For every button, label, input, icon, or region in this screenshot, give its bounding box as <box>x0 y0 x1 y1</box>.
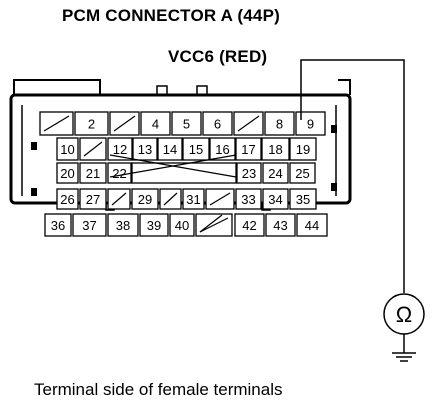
terminal-cell <box>107 137 133 161</box>
terminal-number: 20 <box>60 166 74 181</box>
terminal-number: 31 <box>186 192 200 207</box>
terminal-number: 2 <box>88 117 95 132</box>
terminal-cell <box>236 162 262 184</box>
terminal-number: 13 <box>138 142 152 157</box>
empty-terminal-slash <box>209 192 231 206</box>
terminal-cell <box>264 111 295 136</box>
terminal-number: 38 <box>116 218 130 233</box>
empty-terminal-slash <box>237 115 260 132</box>
terminal-cell <box>131 162 237 184</box>
empty-terminal-slash <box>163 192 178 206</box>
terminal-cell <box>44 213 72 237</box>
terminal-cell <box>209 137 236 161</box>
terminal-number: 15 <box>189 142 203 157</box>
filler-marks <box>109 154 237 233</box>
terminal-number: 43 <box>273 218 287 233</box>
terminal-number: 19 <box>296 142 310 157</box>
terminal-cell <box>56 188 79 210</box>
terminal-cell <box>235 137 262 161</box>
terminal-number: 18 <box>268 142 282 157</box>
terminal-number: 27 <box>86 192 100 207</box>
terminal-cell <box>131 188 159 210</box>
terminal-cell <box>235 188 262 210</box>
terminal-cell <box>182 188 205 210</box>
terminal-number: 29 <box>138 192 152 207</box>
terminal-number: 36 <box>51 218 65 233</box>
terminal-number: 24 <box>268 166 282 181</box>
terminal-number: 22 <box>112 166 126 181</box>
terminal-number: 16 <box>215 142 229 157</box>
terminal-number: 6 <box>214 117 221 132</box>
wire-label: VCC6 (RED) <box>168 47 268 66</box>
terminal-number: 10 <box>60 142 74 157</box>
terminal-cell <box>289 137 317 161</box>
terminal-number: 42 <box>242 218 256 233</box>
terminal-cell <box>169 213 195 237</box>
terminal-cell <box>132 137 158 161</box>
terminal-number: 12 <box>113 142 127 157</box>
terminal-number: 9 <box>307 117 314 132</box>
latch-marks <box>31 125 337 196</box>
terminal-number: 25 <box>295 166 309 181</box>
terminal-number: 39 <box>147 218 161 233</box>
terminal-number: 26 <box>60 192 74 207</box>
terminal-number: 4 <box>152 117 159 132</box>
terminal-cell <box>157 137 183 161</box>
terminal-cell <box>289 162 316 184</box>
terminal-number: 37 <box>82 218 96 233</box>
terminal-number: 34 <box>268 192 282 207</box>
terminal-number: 14 <box>163 142 177 157</box>
terminal-number: 5 <box>183 117 190 132</box>
terminal-cell <box>289 188 317 210</box>
connector-title: PCM CONNECTOR A (44P) <box>62 6 280 25</box>
terminal-number: 21 <box>86 166 100 181</box>
terminal-cell <box>295 111 326 136</box>
empty-terminal-slash <box>113 115 136 132</box>
terminal-number: 44 <box>305 218 319 233</box>
terminal-number: 35 <box>296 192 310 207</box>
empty-terminal-slash <box>43 115 70 132</box>
terminal-number: 17 <box>241 142 255 157</box>
terminal-cell <box>140 111 171 136</box>
terminal-cell <box>56 162 79 184</box>
caption: Terminal side of female terminals <box>34 380 283 399</box>
meter-lead <box>300 59 425 362</box>
terminal-number: 8 <box>276 117 283 132</box>
terminal-cell <box>72 213 107 237</box>
empty-terminal-slash <box>111 192 127 206</box>
terminal-cell <box>107 213 139 237</box>
terminal-cell <box>262 162 289 184</box>
terminal-cell <box>262 188 289 210</box>
terminal-cell <box>171 111 202 136</box>
empty-terminal-slash <box>199 217 229 233</box>
ohm-icon: Ω <box>396 302 412 327</box>
empty-terminal-slash <box>83 141 103 157</box>
terminal-cell <box>234 213 265 237</box>
terminal-cell <box>79 162 107 184</box>
terminal-cell <box>79 188 107 210</box>
terminal-number: 23 <box>242 166 256 181</box>
terminal-cell <box>74 111 109 136</box>
terminal-cell <box>261 137 290 161</box>
terminal-number: 40 <box>175 218 189 233</box>
terminal-cell <box>265 213 296 237</box>
terminal-cell <box>296 213 328 237</box>
terminal-cell <box>139 213 169 237</box>
terminal-cell <box>56 137 79 161</box>
terminal-cell <box>182 137 210 161</box>
terminal-number: 33 <box>241 192 255 207</box>
terminal-cell <box>202 111 233 136</box>
